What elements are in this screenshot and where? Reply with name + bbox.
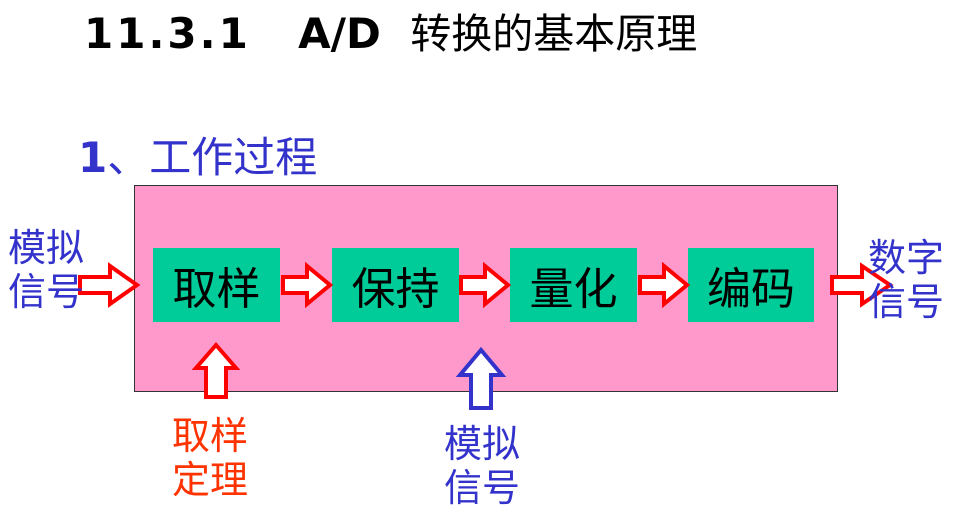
subtitle-text: 、工作过程 <box>107 133 318 182</box>
subtitle-number: 1 <box>78 133 108 182</box>
step-sampling: 取样 <box>153 248 280 322</box>
analog-signal-arrow <box>455 346 507 410</box>
input-label: 模拟 信号 <box>8 226 85 314</box>
subtitle: 1、工作过程 <box>78 130 317 186</box>
output-label: 数字 信号 <box>868 236 945 324</box>
arrow-quantization-to-encoding <box>638 261 691 309</box>
step-encoding: 编码 <box>688 248 814 322</box>
section-number: 11.3.1 <box>84 9 251 58</box>
step-holding: 保持 <box>332 248 459 322</box>
arrow-sampling-to-holding <box>281 261 334 309</box>
sampling-theorem-label: 取样 定理 <box>172 414 249 502</box>
sampling-theorem-arrow <box>191 341 241 399</box>
input-arrow <box>78 262 141 308</box>
section-ad: A/D <box>298 9 381 58</box>
analog-signal-label: 模拟 信号 <box>444 422 521 510</box>
arrow-holding-to-quantization <box>459 261 512 309</box>
section-title-text: 转换的基本原理 <box>410 10 698 58</box>
output-arrow <box>830 262 894 308</box>
step-quantization: 量化 <box>510 248 637 322</box>
page-title: 11.3.1 A/D 转换的基本原理 <box>84 6 697 62</box>
